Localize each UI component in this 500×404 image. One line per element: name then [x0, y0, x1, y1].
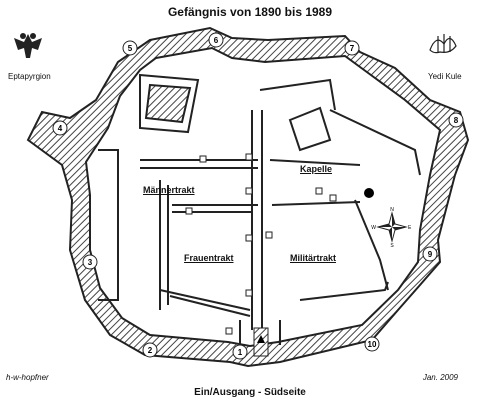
entrance-gate [253, 327, 269, 357]
tower-8-label: 8 [454, 116, 459, 125]
tower-5: 5 [122, 40, 138, 56]
tower-7: 7 [344, 40, 360, 56]
tower-3-label: 3 [88, 258, 93, 267]
tower-5-label: 5 [128, 44, 133, 53]
tower-6: 6 [208, 32, 224, 48]
frauentrakt-label: Frauentrakt [184, 253, 234, 263]
yedi-kule-label: Yedi Kule [428, 72, 462, 81]
tower-3: 3 [82, 254, 98, 270]
tower-6-label: 6 [214, 36, 219, 45]
tower-9-label: 9 [428, 250, 433, 259]
tower-7-label: 7 [350, 44, 355, 53]
entrance-caption: Ein/Ausgang - Südseite [194, 387, 306, 398]
tower-1: 1 [232, 344, 248, 360]
inner-buildings [98, 73, 421, 345]
compass-rose: N E S W [371, 207, 412, 249]
kapelle-label: Kapelle [300, 164, 333, 174]
tower-4: 4 [52, 120, 68, 136]
tughra-icon [429, 34, 457, 54]
date-label: Jan. 2009 [422, 373, 458, 382]
tower-10-label: 10 [368, 340, 377, 349]
tower-1-label: 1 [238, 348, 243, 357]
compass-s-label: S [390, 243, 394, 249]
compass-w-label: W [371, 225, 376, 231]
map-title: Gefängnis von 1890 bis 1989 [167, 5, 333, 19]
tower-9: 9 [422, 246, 438, 262]
author-label: h-w-hopfner [6, 373, 49, 382]
maennertrakt-label: Männertrakt [143, 185, 195, 195]
door-markers [185, 153, 337, 335]
tower-2-label: 2 [148, 346, 153, 355]
eptapyrgion-label: Eptapyrgion [8, 72, 51, 81]
tower-numbers: 1 2 3 4 5 6 7 8 9 10 [52, 32, 464, 360]
tower-4-label: 4 [58, 124, 63, 133]
compass-n-label: N [390, 207, 394, 213]
tower-10: 10 [364, 336, 380, 352]
militaertrakt-label: Militärtrakt [290, 253, 337, 263]
compass-e-label: E [408, 225, 412, 231]
byzantine-eagle-icon [14, 33, 42, 58]
kapelle-marker [364, 188, 374, 198]
tower-2: 2 [142, 342, 158, 358]
tower-8: 8 [448, 112, 464, 128]
